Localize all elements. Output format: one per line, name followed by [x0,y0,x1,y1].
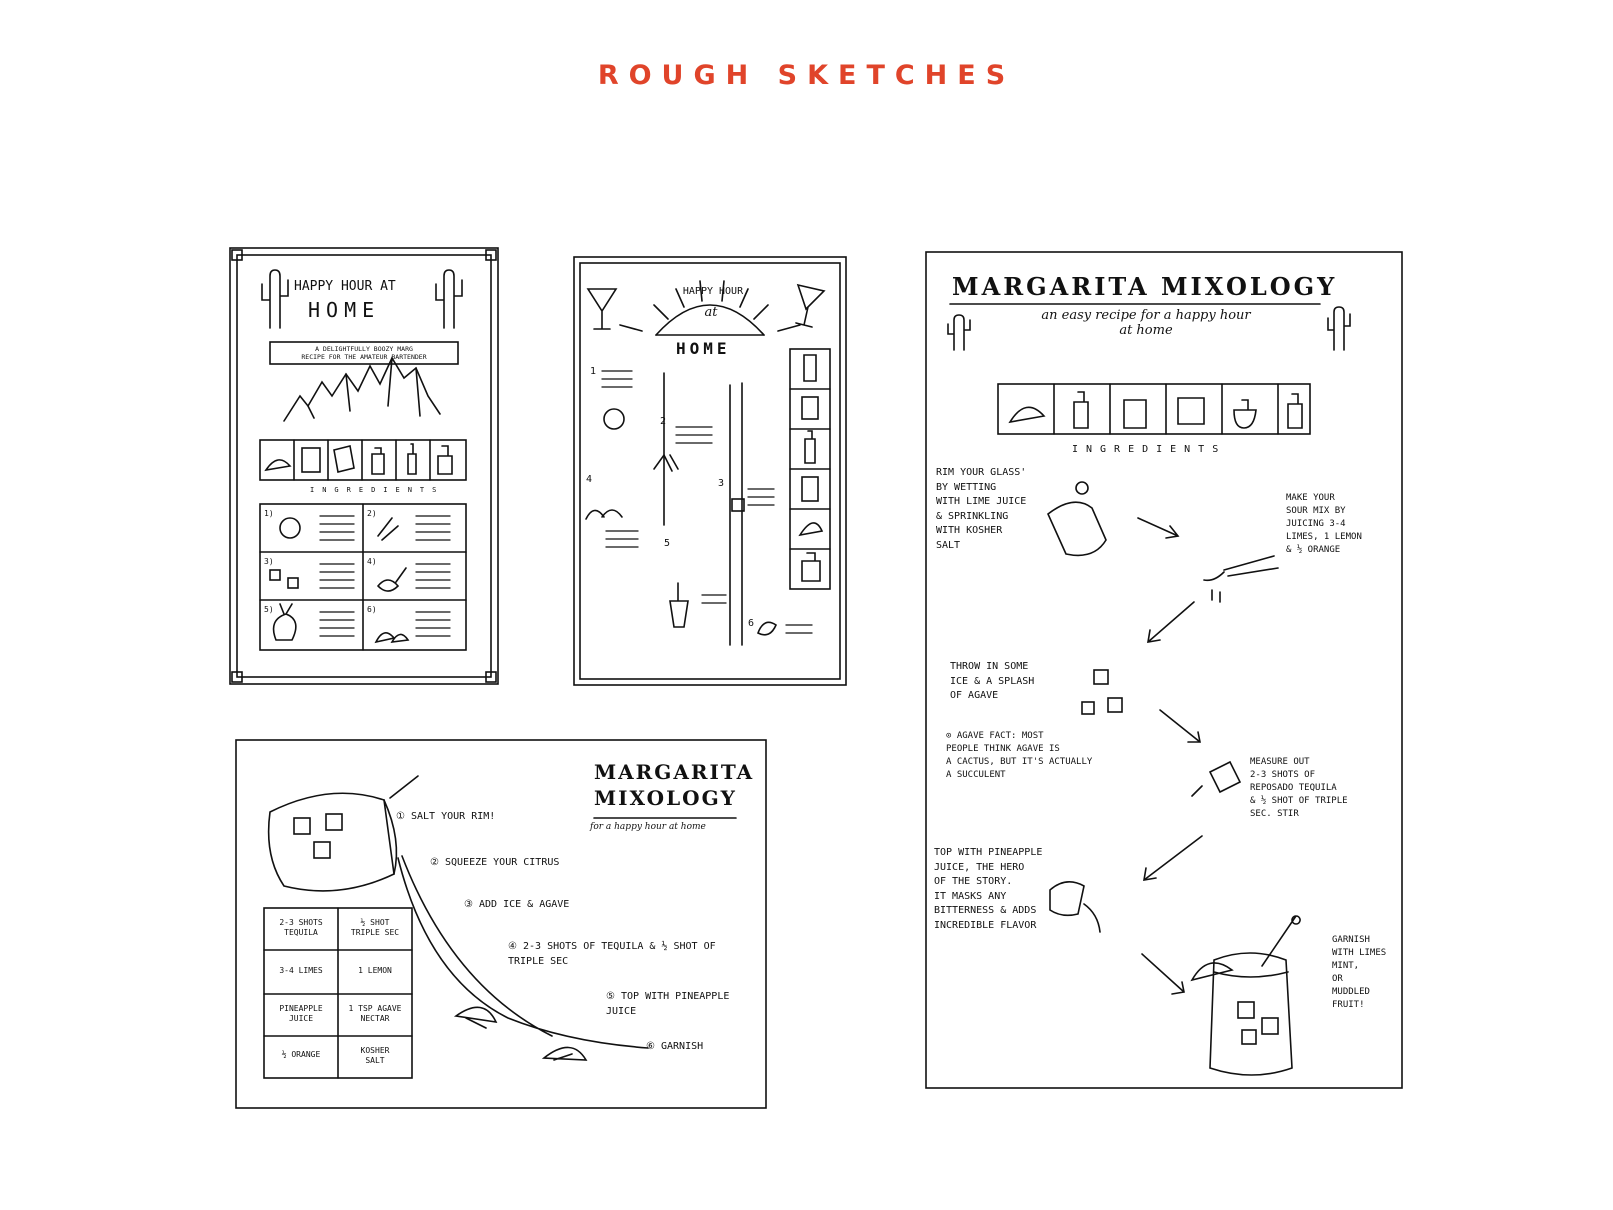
sketch4-fact: ⊙ AGAVE FACT: MOST PEOPLE THINK AGAVE IS… [946,731,1093,781]
sketch-mixology-drawing [235,739,767,1109]
sketch3-cell-r4c1: ½ ORANGE [281,1050,321,1059]
sketch-flow-drawing [573,256,847,686]
sketch-flow-poster: HAPPY HOUR at HOME 1 2 3 4 5 6 [572,255,850,689]
sketch3-step-6: ⑥ GARNISH [646,1041,704,1052]
sketch3-step-4: ④ 2-3 SHOTS OF TEQUILA & ½ SHOT OF TRIPL… [508,941,716,967]
sketch3-step-2: ② SQUEEZE YOUR CITRUS [430,857,560,868]
sketch3-cell-r3c1: PINEAPPLE JUICE [279,1004,323,1024]
sketch3-subtitle: for a happy hour at home [590,822,706,832]
page-title: ROUGH SKETCHES [597,60,1016,91]
sketch2-home: HOME [676,339,731,358]
sketch4-title: MARGARITA MIXOLOGY [952,272,1338,301]
sketch2-step-5: 5 [664,538,671,549]
sketch3-cell-r1c2: ½ SHOT TRIPLE SEC [350,918,400,938]
sketch4-step-top: TOP WITH PINEAPPLE JUICE, THE HERO OF TH… [934,847,1043,931]
sketch4-subtitle: an easy recipe for a happy hour at home [1041,308,1251,338]
sketch2-step-6: 6 [748,618,755,629]
sketch1-step-5: 5) [264,605,274,614]
sketch2-step-4: 4 [586,474,593,485]
sketch2-at: at [704,305,718,320]
sketch3-cell-r4c2: KOSHER SALT [360,1046,390,1066]
sketch2-arc-text: HAPPY HOUR [682,286,744,297]
sketch4-step-garnish: GARNISH WITH LIMES MINT, OR MUDDLED FRUI… [1332,935,1387,1011]
sketch1-step-2: 2) [367,509,377,518]
sketch4-step-measure: MEASURE OUT 2-3 SHOTS OF REPOSADO TEQUIL… [1250,757,1348,820]
sketch1-title-line2: HOME [308,298,381,322]
sketch2-step-1: 1 [590,366,597,377]
sketch3-step-3: ③ ADD ICE & AGAVE [464,899,570,910]
sketch4-step-sour: MAKE YOUR SOUR MIX BY JUICING 3-4 LIMES,… [1286,493,1362,556]
sketch2-step-3: 3 [718,478,725,489]
sketch-happy-hour-drawing [229,247,499,685]
sketch1-tagline: A DELIGHTFULLY BOOZY MARG RECIPE FOR THE… [301,345,427,362]
sketch1-step-1: 1) [264,509,274,518]
sketch-mixology-portrait-drawing [925,251,1403,1089]
sketch3-title-line2: MIXOLOGY [594,786,737,810]
sketch-happy-hour-poster: HAPPY HOUR AT HOME A DELIGHTFULLY BOOZY … [228,246,500,686]
sketch3-cell-r2c1: 3-4 LIMES [279,966,323,975]
sketch3-title-line1: MARGARITA [594,760,755,784]
sketch3-cell-r2c2: 1 LEMON [358,966,392,975]
sketch4-ingredients-label: INGREDIENTS [1072,444,1227,455]
sketch1-title-line1: HAPPY HOUR AT [294,279,396,294]
sketch-mixology-portrait: MARGARITA MIXOLOGY an easy recipe for a … [924,250,1404,1090]
sketch-mixology-landscape: MARGARITA MIXOLOGY for a happy hour at h… [234,738,768,1110]
sketch3-step-5: ⑤ TOP WITH PINEAPPLE JUICE [606,991,730,1017]
sketch1-ingredients-label: INGREDIENTS [310,486,445,494]
sketch3-step-1: ① SALT YOUR RIM! [396,811,496,822]
sketch1-step-3: 3) [264,557,274,566]
sketch1-step-4: 4) [367,557,377,566]
sketch1-step-6: 6) [367,605,377,614]
sketch2-step-2: 2 [660,416,667,427]
sketch3-cell-r3c2: 1 TSP AGAVE NECTAR [348,1004,402,1024]
sketch4-step-rim: RIM YOUR GLASS' BY WETTING WITH LIME JUI… [936,467,1027,551]
sketch3-cell-r1c1: 2-3 SHOTS TEQUILA [279,918,323,938]
sketch4-step-ice: THROW IN SOME ICE & A SPLASH OF AGAVE [950,661,1035,701]
